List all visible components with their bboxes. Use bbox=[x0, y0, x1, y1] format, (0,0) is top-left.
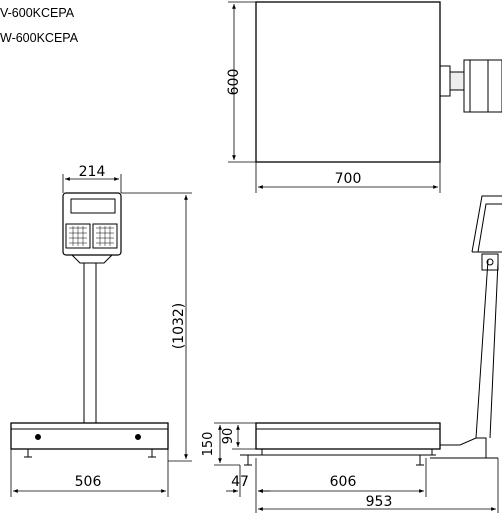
indicator-top bbox=[463, 59, 502, 113]
side-view bbox=[214, 195, 502, 513]
dim-platform-height: 150 bbox=[201, 432, 216, 457]
front-view bbox=[10, 174, 192, 497]
dim-indicator-width: 214 bbox=[79, 164, 106, 180]
bracket bbox=[439, 65, 451, 97]
dim-overall-length: 953 bbox=[366, 494, 393, 510]
dim-offset: 47 bbox=[231, 474, 249, 490]
platform-front bbox=[10, 422, 169, 450]
indicator-front bbox=[62, 192, 122, 256]
dim-base-width-front: 506 bbox=[75, 474, 102, 490]
indicator-display bbox=[70, 198, 116, 214]
platform-top-outline bbox=[255, 1, 441, 163]
dim-platform-width: 700 bbox=[335, 171, 362, 187]
pillar-joint bbox=[481, 253, 499, 271]
keypad-left bbox=[65, 223, 91, 249]
dim-platform-depth: 600 bbox=[226, 69, 242, 96]
top-view bbox=[228, 1, 502, 193]
model-name-2: W-600KCEPA bbox=[0, 31, 79, 45]
dim-platform-length-side: 606 bbox=[330, 474, 357, 490]
model-name-1: V-600KCEPA bbox=[0, 6, 75, 20]
dim-overall-height: (1032) bbox=[171, 303, 187, 350]
keypad-right bbox=[92, 223, 118, 249]
pillar bbox=[83, 262, 97, 424]
platform-side bbox=[255, 422, 441, 450]
dim-frame-height: 90 bbox=[221, 428, 236, 445]
